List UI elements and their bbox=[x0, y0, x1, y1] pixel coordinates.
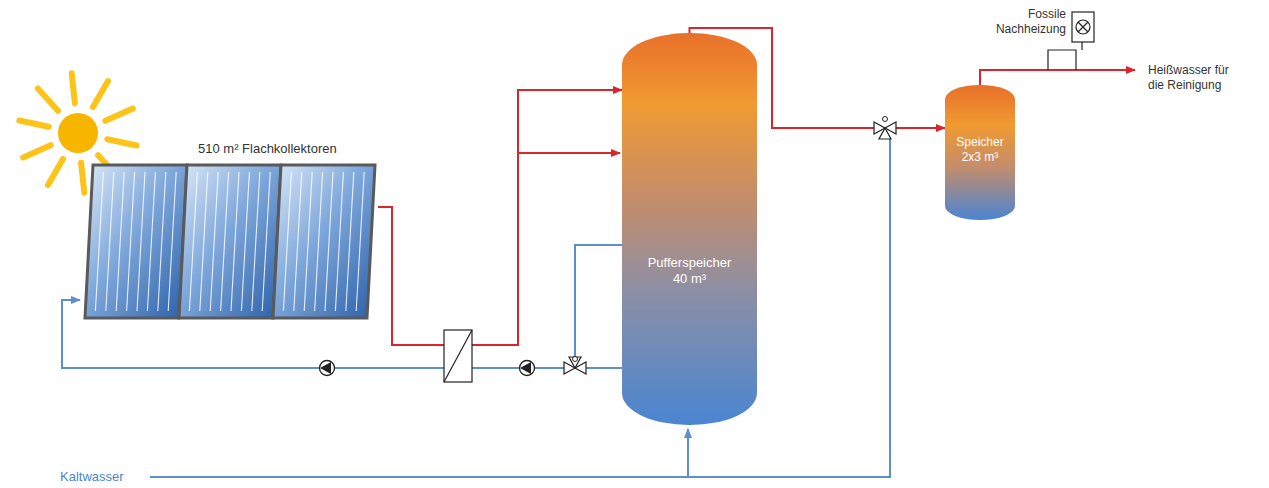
absorber-tube bbox=[346, 172, 354, 311]
absorber-tube bbox=[335, 172, 343, 311]
absorber-tube bbox=[147, 172, 155, 311]
pump-symbol bbox=[520, 361, 535, 376]
burner-symbol bbox=[1071, 11, 1095, 43]
absorber-tube bbox=[116, 172, 124, 311]
inlet-label: Kaltwasser bbox=[60, 469, 150, 484]
storage-tank: Speicher 2x3 m³ bbox=[945, 85, 1015, 220]
valve-symbol bbox=[879, 128, 891, 139]
heat-exchanger-diagonal bbox=[444, 330, 472, 382]
sun-ray bbox=[23, 145, 50, 157]
collector-panels bbox=[80, 162, 378, 322]
cold-water-pipe bbox=[150, 139, 890, 477]
valve-actuator bbox=[883, 117, 888, 122]
collector-panel bbox=[85, 165, 187, 318]
node-label: Pufferspeicher 40 m³ bbox=[642, 255, 737, 287]
return-pipe bbox=[575, 245, 622, 358]
sun-disc bbox=[58, 113, 98, 153]
absorber-tube bbox=[294, 172, 302, 311]
sun-ray bbox=[48, 159, 63, 185]
burner-circle bbox=[1076, 20, 1090, 34]
absorber-tube bbox=[304, 172, 312, 311]
absorber-tube bbox=[137, 172, 145, 311]
absorber-tube bbox=[189, 172, 197, 311]
hot-water-outlet bbox=[980, 70, 1135, 85]
absorber-tube bbox=[127, 172, 135, 311]
backup-heater: Fossile Nachheizung bbox=[990, 5, 1096, 45]
absorber-tube bbox=[210, 172, 218, 311]
sun-ray bbox=[38, 88, 58, 110]
collector-array: 510 m² Flachkollektoren bbox=[80, 140, 378, 322]
sun-ray bbox=[105, 109, 132, 121]
absorber-tube bbox=[262, 172, 270, 311]
hot-pipe bbox=[378, 90, 622, 345]
buffer-tank: Pufferspeicher 40 m³ bbox=[622, 33, 757, 425]
collector-panel bbox=[179, 165, 281, 318]
node-label: 510 m² Flachkollektoren bbox=[198, 141, 337, 156]
absorber-tube bbox=[95, 172, 103, 311]
heat-exchanger bbox=[444, 330, 472, 382]
absorber-tube bbox=[221, 172, 229, 311]
pump-arrow bbox=[520, 362, 531, 374]
valve-symbol bbox=[569, 357, 581, 368]
node-label: Speicher 2x3 m³ bbox=[952, 135, 1008, 165]
burner-cross bbox=[1078, 22, 1088, 32]
absorber-tube bbox=[325, 172, 333, 311]
heater-connection bbox=[1048, 42, 1082, 70]
sun-ray bbox=[81, 163, 84, 193]
pumps-and-valves bbox=[320, 117, 897, 376]
absorber-tube bbox=[241, 172, 249, 311]
sun-ray bbox=[19, 121, 48, 127]
valve-actuator bbox=[573, 357, 578, 362]
burner-box bbox=[1072, 12, 1094, 42]
collector-panel bbox=[273, 165, 375, 318]
absorber-tube bbox=[283, 172, 291, 311]
absorber-tube bbox=[168, 172, 176, 311]
pump-arrow bbox=[320, 362, 331, 374]
absorber-tube bbox=[356, 172, 364, 311]
absorber-tube bbox=[158, 172, 166, 311]
absorber-tube bbox=[200, 172, 208, 311]
absorber-tube bbox=[252, 172, 260, 311]
hot-pipe bbox=[518, 152, 620, 154]
pump-symbol bbox=[320, 361, 335, 376]
node-label: Fossile Nachheizung bbox=[990, 7, 1066, 37]
cold-water-inlet bbox=[687, 429, 689, 477]
absorber-tube bbox=[231, 172, 239, 311]
absorber-tube bbox=[315, 172, 323, 311]
sun-ray bbox=[107, 139, 136, 145]
absorber-tube bbox=[106, 172, 114, 311]
outlet-label: Heißwasser für die Reinigung bbox=[1148, 63, 1248, 93]
sun-ray bbox=[93, 81, 108, 107]
sun-ray bbox=[72, 73, 75, 103]
